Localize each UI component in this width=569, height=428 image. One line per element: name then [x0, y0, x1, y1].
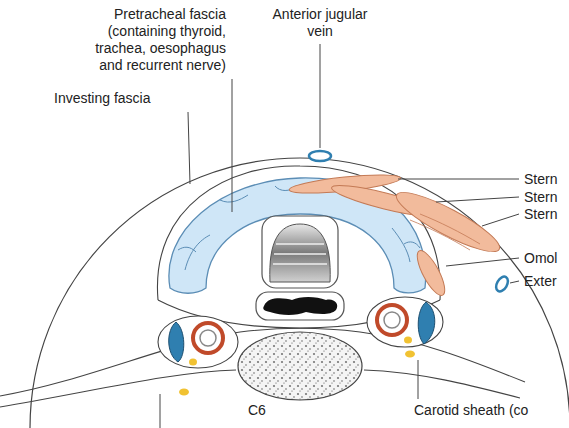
- leader-line: [188, 112, 190, 184]
- sympathetic-trunk: [179, 389, 189, 396]
- pretracheal-fascia: [157, 166, 440, 300]
- carotid-sheath: [158, 316, 238, 368]
- prevertebral-fascia: [364, 370, 520, 398]
- muscle-label: Stern: [524, 171, 557, 188]
- leader-line: [398, 179, 519, 180]
- trachea: [262, 216, 338, 288]
- vertebral-body: [238, 332, 362, 400]
- fascia-label: Investing fascia: [54, 90, 151, 107]
- carotid-artery: [193, 323, 223, 353]
- internal-jugular-vein: [169, 322, 184, 362]
- leader-line: [510, 281, 519, 283]
- oesophagus: [256, 292, 344, 320]
- vein-label: Exter: [524, 273, 557, 290]
- leader-line: [446, 258, 519, 266]
- vagus-nerve: [404, 337, 412, 344]
- tracheal-ring: [273, 244, 327, 264]
- tracheal-cartilage: [270, 224, 330, 282]
- leader-line: [436, 197, 519, 202]
- anterior-jugular-vein: [309, 151, 331, 161]
- leader-line: [232, 79, 233, 212]
- carotid-artery: [377, 305, 407, 335]
- sheath-label: Carotid sheath (co: [414, 402, 528, 419]
- carotid-artery: [384, 312, 400, 328]
- leader-line: [320, 44, 321, 148]
- internal-jugular-vein: [418, 302, 435, 344]
- investing-fascia: [30, 158, 569, 428]
- muscle-fibre: [410, 214, 480, 250]
- leader-line: [418, 360, 419, 399]
- external-jugular-vein: [494, 275, 511, 294]
- prevertebral-fascia: [0, 370, 236, 407]
- sympathetic-trunk: [405, 351, 415, 358]
- vagus-nerve: [189, 359, 197, 366]
- sternomastoid-muscle: [391, 183, 506, 260]
- omohyoid-muscle: [412, 247, 450, 299]
- leader-lines: [160, 44, 519, 428]
- leader-line: [160, 394, 161, 428]
- leader-line: [482, 214, 519, 226]
- carotid-sheath: [367, 297, 443, 347]
- muscle-label: Omol: [524, 250, 557, 267]
- vertebra-label: C6: [248, 402, 264, 419]
- muscle-label: Stern: [524, 189, 557, 206]
- carotid-artery: [200, 330, 216, 346]
- oesophageal-lumen: [263, 297, 337, 315]
- fascia-label: Pretracheal fascia (containing thyroid, …: [74, 6, 226, 74]
- muscle-label: Stern: [524, 206, 557, 223]
- vein-label: Anterior jugular vein: [262, 6, 378, 40]
